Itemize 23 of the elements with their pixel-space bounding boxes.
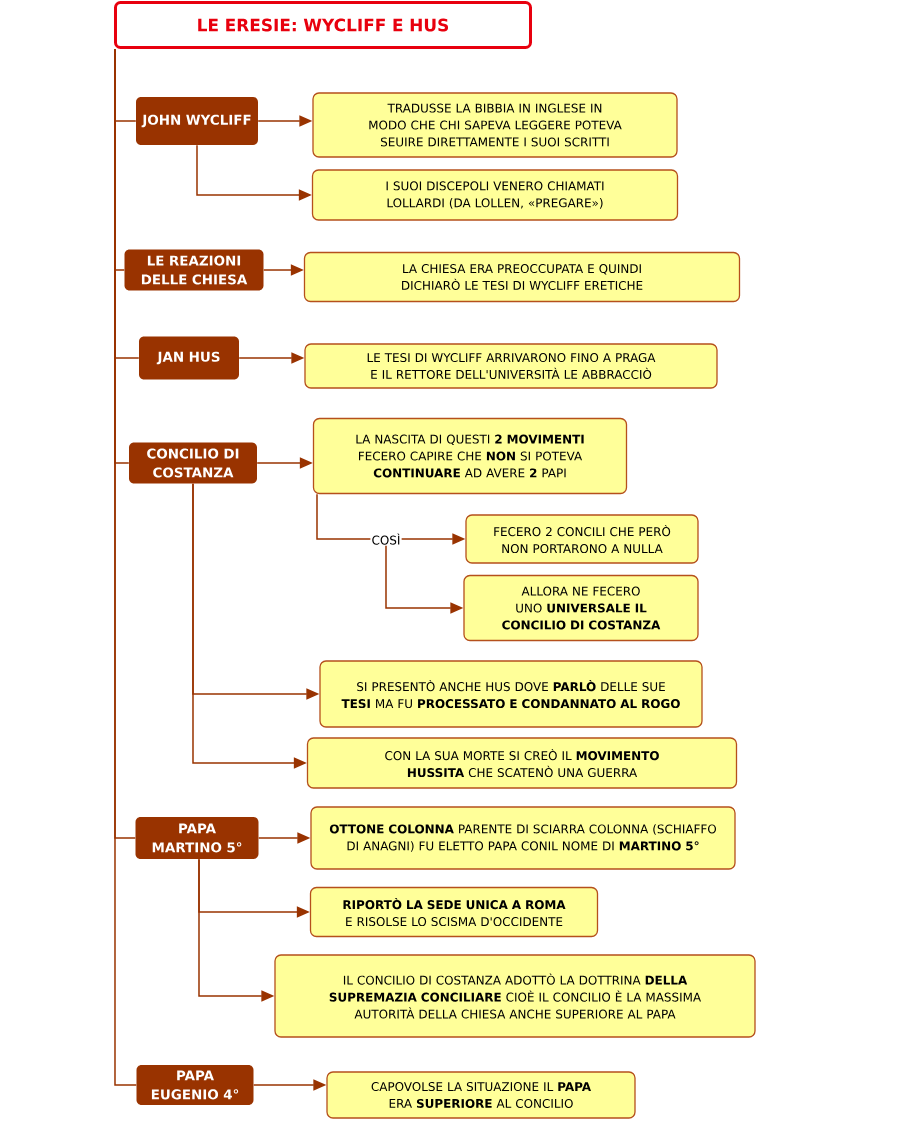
- connector-line: [114, 48, 138, 1086]
- note-box: LA CHIESA ERA PREOCCUPATA E QUINDI DICHIARÒ LE TESI DI WYCLIFF ERETICHE: [303, 251, 741, 303]
- note-box: LE TESI DI WYCLIFF ARRIVARONO FINO A PRAGA E IL RETTORE DELL'UNIVERSITÀ LE ABBRACCIÒ: [304, 343, 718, 389]
- note-box: RIPORTÒ LA SEDE UNICA A ROMA E RISOLSE LO SCISMA D'OCCIDENTE: [309, 886, 599, 938]
- topic-box: JAN HUS: [139, 336, 239, 380]
- connector-word: COSÌ: [372, 533, 400, 545]
- topic-box: LE REAZIONI DELLE CHIESA: [124, 249, 264, 291]
- topic-box: PAPA EUGENIO 4°: [136, 1065, 254, 1105]
- topic-box: CONCILIO DI COSTANZA: [129, 442, 257, 484]
- note-box: CAPOVOLSE LA SITUAZIONE IL PAPA ERA SUPERIORE AL CONCILIO: [326, 1071, 636, 1119]
- title-box: LE ERESIE: WYCLIFF E HUS: [114, 1, 532, 49]
- note-box: LA NASCITA DI QUESTI 2 MOVIMENTI FECERO CAPIRE CHE NON SI POTEVA CONTINUARE AD AVERE 2 PAPI: [312, 417, 628, 495]
- note-box: SI PRESENTÒ ANCHE HUS DOVE PARLÒ DELLE SUE TESI MA FU PROCESSATO E CONDANNATO AL ROGO: [319, 660, 703, 728]
- note-box: FECERO 2 CONCILI CHE PERÒ NON PORTARONO A NULLA: [465, 514, 699, 564]
- note-box: CON LA SUA MORTE SI CREÒ IL MOVIMENTO HUSSITA CHE SCATENÒ UNA GUERRA: [306, 737, 738, 789]
- connector-line: [316, 493, 372, 540]
- note-box: I SUOI DISCEPOLI VENERO CHIAMATI LOLLARDI (DA LOLLEN, «PREGARE»): [311, 169, 679, 221]
- note-box: IL CONCILIO DI COSTANZA ADOTTÒ LA DOTTRINA DELLA SUPREMAZIA CONCILIARE CIOÈ IL CONCILIO È LA MASSIMA AUTORITÀ DELLA CHIESA ANCHE SUPERIORE AL PAPA: [274, 954, 756, 1038]
- topic-box: JOHN WYCLIFF: [136, 97, 258, 145]
- note-box: ALLORA NE FECERO UNO UNIVERSALE IL CONCILIO DI COSTANZA: [463, 574, 699, 642]
- topic-box: PAPA MARTINO 5°: [135, 817, 259, 859]
- note-box: TRADUSSE LA BIBBIA IN INGLESE IN MODO CHE CHI SAPEVA LEGGERE POTEVA SEUIRE DIRETTAMENTE I SUOI SCRITTI: [312, 92, 678, 158]
- note-box: OTTONE COLONNA PARENTE DI SCIARRA COLONNA (SCHIAFFO DI ANAGNI) FU ELETTO PAPA CONIL NOME DI MARTINO 5°: [310, 806, 736, 870]
